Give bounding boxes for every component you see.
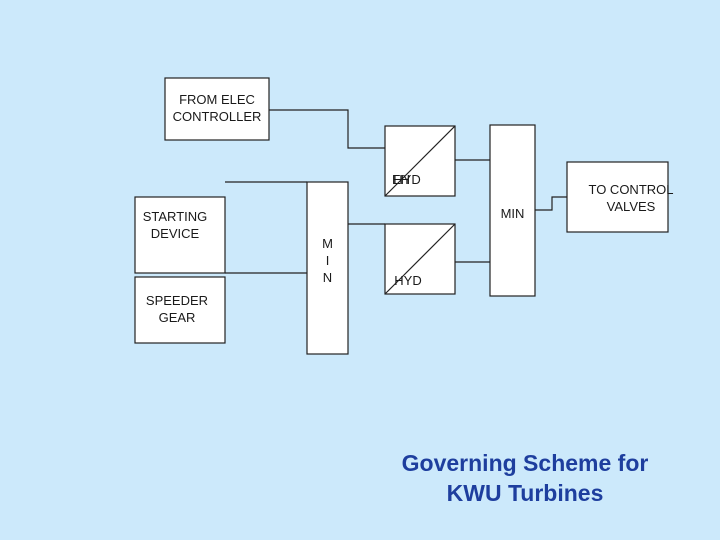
min-right-label: MIN [500, 206, 525, 221]
hyd-lower-label: HYD [394, 273, 422, 288]
elec-controller-box [164, 77, 270, 141]
ehc-upper-label: HYD [393, 172, 421, 187]
ehc-upper-diagonal [384, 125, 456, 197]
speeder-gear-box [134, 276, 226, 344]
starting-device-box [134, 196, 226, 274]
control-valves-label: TO CONTROL VALVES [588, 182, 674, 214]
speeder-gear-label: SPEEDER GEAR [145, 293, 209, 325]
min-left-label: M I N [322, 236, 333, 285]
connector-min-to-valves [535, 196, 567, 211]
ehc-upper-overlap-label: EH [391, 172, 411, 187]
min-right-box [489, 124, 536, 297]
hyd-lower-diagonal [384, 223, 456, 295]
slide-title: Governing Scheme for KWU Turbines [401, 450, 649, 506]
starting-device-label: STARTING DEVICE [142, 209, 208, 241]
min-left-box [306, 181, 349, 355]
connector-elec-to-ehc [269, 109, 385, 149]
elec-controller-label: FROM ELEC CONTROLLER [172, 92, 262, 124]
